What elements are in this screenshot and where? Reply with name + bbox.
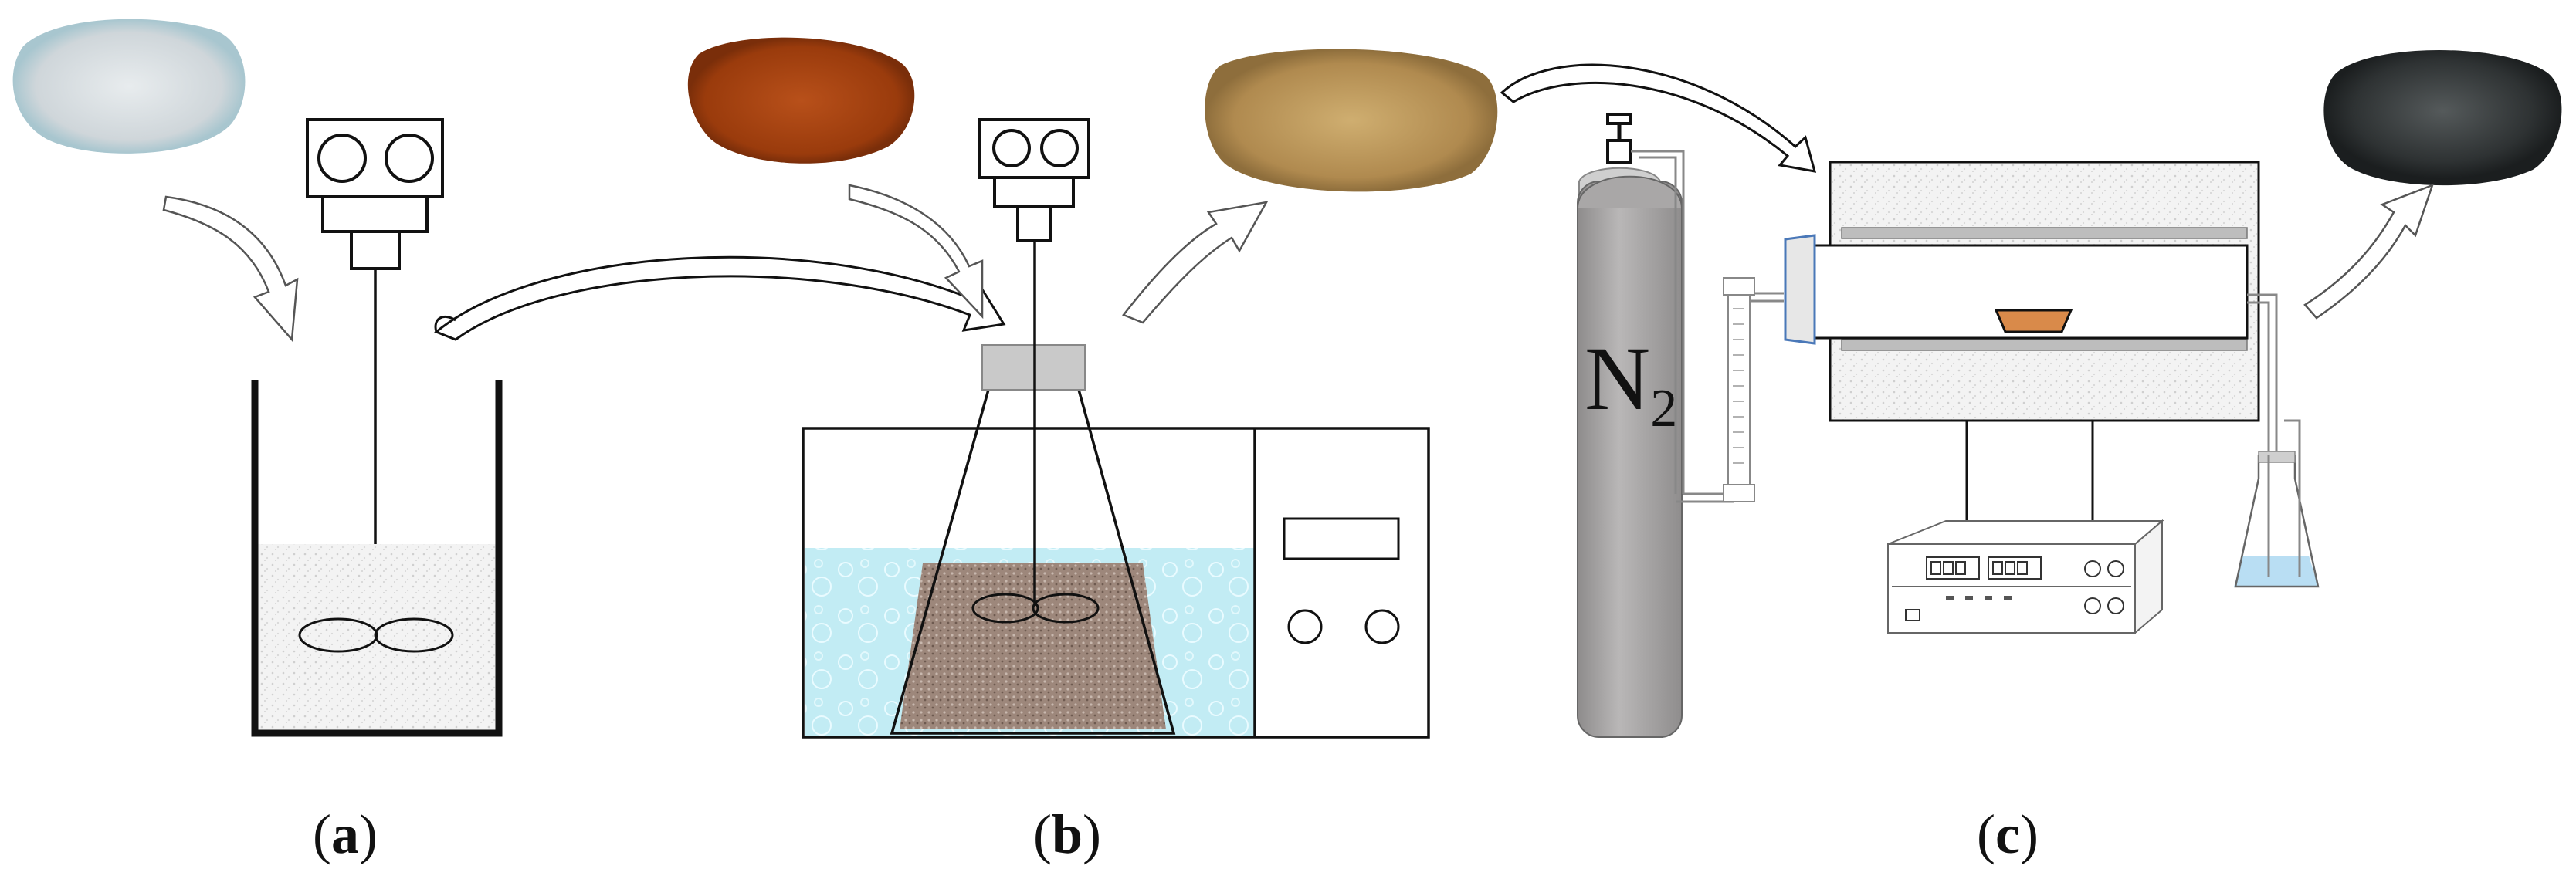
gas-cylinder-label: N2	[1585, 328, 1677, 438]
stirrer-motor-icon	[306, 118, 444, 633]
curved-arrow-icon	[162, 195, 299, 343]
control-knob	[1287, 609, 1323, 644]
beaker-icon	[251, 380, 503, 737]
curved-arrow-icon	[2303, 183, 2435, 320]
tube-furnace-icon	[1784, 161, 2260, 525]
panel-label-c: (c)	[1977, 803, 2039, 865]
curved-arrow-icon	[848, 184, 984, 320]
curved-arrow-icon	[434, 255, 1006, 341]
sample-boat	[1994, 309, 2073, 333]
control-knob	[1364, 609, 1400, 644]
brown-powder-pile-icon	[687, 37, 915, 164]
panel-label-a: (a)	[313, 803, 378, 865]
stirrer-blades	[298, 617, 454, 653]
digital-display	[1283, 517, 1400, 560]
gas-wash-bottle-icon	[2234, 419, 2320, 588]
tube-end-cap	[1784, 234, 1816, 345]
temperature-controller-icon	[1887, 519, 2164, 635]
panel-label-b: (b)	[1033, 803, 1101, 865]
tan-granules-pile-icon	[1205, 49, 1498, 192]
curved-arrow-icon	[1121, 201, 1269, 324]
white-powder-pile-icon	[12, 19, 246, 154]
stirrer-motor-icon	[971, 118, 1100, 624]
flowmeter-icon	[1723, 277, 1755, 502]
curved-arrow-icon	[1500, 63, 1817, 173]
exhaust-line	[2247, 293, 2278, 455]
black-granules-pile-icon	[2323, 50, 2562, 186]
